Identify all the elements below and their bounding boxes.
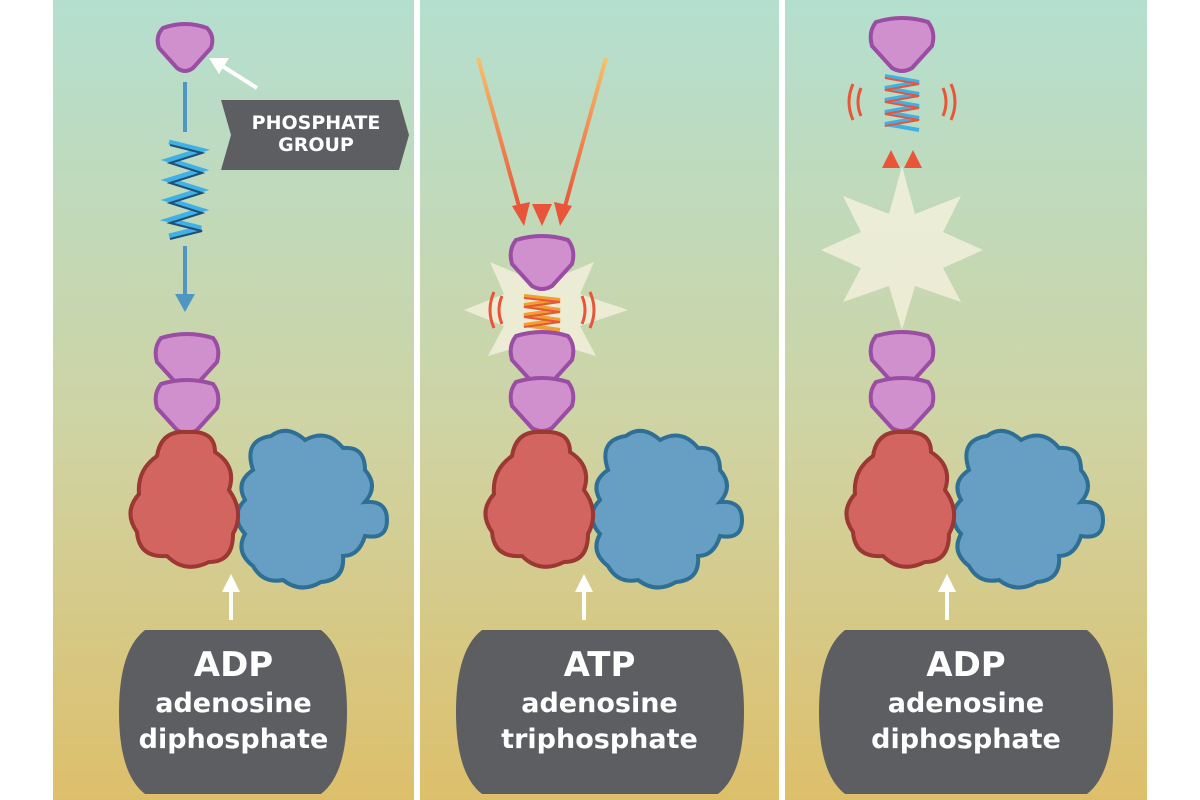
vibration-marks [847,83,957,121]
molecule-abbreviation: ADP [193,645,274,685]
molecule-name-line-2: diphosphate [138,724,329,755]
molecule-name-line-1: adenosine [887,688,1045,719]
panel-atp-middle: ATP adenosine triphosphate [420,0,779,800]
molecule-name-line-2: diphosphate [871,724,1061,755]
molecule-label-box [456,630,744,794]
molecule-label-box [819,630,1113,794]
vibration-marks [488,291,596,329]
outgoing-energy-arrows [882,150,922,322]
ribose-sugar [951,428,1106,590]
ribose-sugar [235,428,390,590]
callout-line-2: GROUP [278,134,354,156]
label-pointer-arrow [222,574,240,620]
adenine-base [844,429,957,569]
released-bond-spring [884,74,920,132]
phosphate-group [508,376,576,433]
ribose-sugar [590,428,745,590]
down-arrowhead [175,294,195,312]
molecule-name-line-1: adenosine [521,688,678,719]
adenine-base [128,429,241,569]
adenine-base [483,429,596,569]
panel-adp-left: PHOSPHATE GROUP ADP adenosine diphosphat… [53,0,414,800]
panel-3-illustration [785,0,1147,800]
phosphate-group [868,376,936,433]
molecule-abbreviation: ADP [926,645,1006,685]
phosphate-group-callout: PHOSPHATE GROUP [231,112,401,156]
panel-adp-right: ADP adenosine diphosphate [785,0,1147,800]
energy-burst [821,166,983,330]
energy-arrow [562,57,608,211]
panel-2-illustration [420,0,779,800]
callout-pointer-arrow [209,58,259,90]
incoming-energy-arrows [476,26,608,226]
molecule-name-line-1: adenosine [155,688,312,719]
label-pointer-arrow [575,574,593,620]
molecule-name-line-2: triphosphate [501,724,698,755]
label-pointer-arrow [938,574,956,620]
callout-line-1: PHOSPHATE [251,112,381,134]
released-phosphate-group [868,16,936,73]
molecule-label-box [119,630,347,794]
released-bond-spring-shadow [884,77,920,127]
compressed-bond-spring-shadow [523,297,561,328]
panel-1-illustration [53,0,414,800]
phosphate-group-callout-box [221,100,409,170]
phosphate-bond-spring [159,82,211,312]
energy-arrow [476,57,522,211]
detached-phosphate-group [155,22,215,73]
phosphate-group [508,234,576,291]
phosphate-group [153,378,221,435]
molecule-abbreviation: ATP [563,645,636,685]
